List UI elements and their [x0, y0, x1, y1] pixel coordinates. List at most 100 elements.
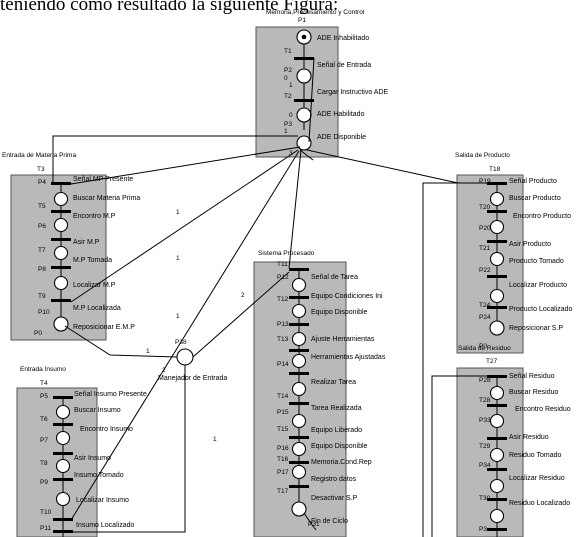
insumo-chain: [53, 396, 73, 537]
id-p12: P12: [277, 274, 289, 281]
label-equipo-disponible-2: Equipo Disponible: [311, 443, 368, 450]
label-asir-producto: Asir Producto: [509, 241, 551, 248]
id-p24: P24: [479, 314, 491, 321]
label-localizar-mp: Localizar M.P: [73, 282, 116, 289]
title-procesado: Sistema Procesado: [258, 250, 315, 257]
id-p3-residuo: P3: [479, 526, 487, 533]
label-buscar-residuo: Buscar Residuo: [509, 389, 559, 396]
label-ade-disponible: ADE Disponible: [317, 134, 366, 141]
id-p1: P1: [298, 17, 306, 24]
id-p14: P14: [277, 361, 289, 368]
id-p15: P15: [277, 409, 289, 416]
id-t24: T24: [479, 302, 491, 309]
id-t6: T6: [40, 416, 48, 423]
id-t8: T8: [40, 460, 48, 467]
id-t5: T5: [38, 203, 46, 210]
label-herramientas-ajustadas: Herramientas Ajustadas: [311, 354, 386, 361]
procesado-chain: [289, 268, 317, 531]
label-tarea-realizada: Tarea Realizada: [311, 405, 362, 412]
id-t9: T9: [38, 293, 46, 300]
label-reposicionar-emp: Reposicionar E.M.P: [73, 324, 135, 331]
id-t13: T13: [277, 336, 289, 343]
label-encontro-mp: Encontro M.P: [73, 213, 116, 220]
label-equipo-condiciones: Equipo Condiciones Ini: [311, 293, 383, 300]
label-encontro-producto: Encontro Producto: [513, 213, 571, 220]
transition-t1: [294, 57, 314, 60]
place-p2: [296, 68, 312, 84]
label-manejador: Manejador de Entrada: [158, 375, 227, 382]
title-residuo: Salida de Residuo: [458, 345, 511, 352]
token: [301, 34, 307, 40]
weight-9: 3: [289, 150, 293, 157]
label-residuo-localizado: Residuo Localizado: [509, 500, 570, 507]
id-p6: P6: [38, 223, 46, 230]
weight-6: 2: [162, 367, 166, 374]
id-p34: P34: [479, 462, 491, 469]
label-realizar-tarea: Realizar Tarea: [311, 379, 356, 386]
title-producto: Salida de Producto: [455, 152, 510, 159]
id-p17: P17: [277, 469, 289, 476]
id-p16: P16: [277, 445, 289, 452]
id-p11: P11: [40, 525, 51, 532]
label-asir-insumo: Asir Insumo: [74, 455, 111, 462]
id-t10: T10: [40, 509, 52, 516]
residuo-chain: [487, 375, 507, 537]
pane-memoria: [255, 26, 339, 158]
label-encontro-insumo: Encontro Insumo: [80, 426, 133, 433]
label-equipo-liberado: Equipo Liberado: [311, 427, 362, 434]
weight-8: 1: [284, 128, 288, 135]
id-t11: T11: [277, 261, 288, 268]
id-t15: T15: [277, 426, 289, 433]
id-p22: P22: [479, 267, 491, 274]
label-cargar-instructivo: Cargar Instructivo ADE: [317, 89, 389, 96]
label-buscar-producto: Buscar Producto: [509, 195, 561, 202]
label-ade-inhabilitado: ADE Inhabilitado: [317, 35, 369, 42]
id-t2: T2: [284, 93, 292, 100]
id-p3: P3: [284, 121, 292, 128]
label-buscar-insumo: Buscar Insumo: [74, 407, 121, 414]
label-registro-datos: Registro datos: [311, 476, 357, 483]
label-asir-mp: Asir M.P: [73, 239, 100, 246]
label-residuo-tomado: Residuo Tomado: [509, 452, 562, 459]
weight-5: 1: [146, 348, 150, 355]
producto-chain: [487, 182, 507, 336]
id-p38: P38: [175, 339, 187, 346]
id-p0-materia: P0: [34, 330, 42, 337]
id-t12: T12: [277, 296, 289, 303]
weight-1: 1: [176, 209, 180, 216]
id-p10: P10: [38, 309, 50, 316]
label-equipo-disponible-1: Equipo Disponible: [311, 309, 368, 316]
id-p7: P7: [40, 437, 48, 444]
label-producto-tomado: Producto Tomado: [509, 258, 564, 265]
id-p13: P13: [277, 321, 289, 328]
transition-t2: [294, 99, 314, 102]
label-buscar-mp: Buscar Materia Prima: [73, 195, 140, 202]
weight-3: 1: [176, 313, 180, 320]
weight-4: 2: [241, 292, 245, 299]
label-insumo-tomado: Insumo Tomado: [74, 472, 124, 479]
label-mp-localizada: M.P Localizada: [73, 305, 121, 312]
document-caption-line: teniendo como resultado la siguiente Fig…: [0, 0, 339, 15]
id-p4: P4: [38, 179, 46, 186]
id-t1: T1: [284, 48, 292, 55]
id-t28: T28: [479, 397, 491, 404]
label-senal-entrada: Señal de Entrada: [317, 62, 371, 69]
id-p31: P31: [308, 521, 320, 528]
id-t4: T4: [40, 380, 48, 387]
label-memoria-cond: Memoria.Cond.Rep: [311, 459, 372, 466]
label-localizar-producto: Localizar Producto: [509, 282, 567, 289]
label-senal-insumo: Señal Insumo Presente: [74, 391, 147, 398]
label-senal-tarea: Señal de Tarea: [311, 274, 358, 281]
materia-chain: [51, 182, 71, 332]
id-p9: P9: [40, 479, 48, 486]
weight-2: 1: [176, 255, 180, 262]
id-t7: T7: [38, 247, 46, 254]
memoria-chain: [294, 29, 314, 151]
id-t17: T17: [277, 488, 289, 495]
title-materia: Entrada de Materia Prima: [2, 152, 76, 159]
id-t20: T20: [479, 204, 491, 211]
id-t3: T3: [37, 166, 45, 173]
id-p0-producto: P0: [479, 343, 487, 350]
